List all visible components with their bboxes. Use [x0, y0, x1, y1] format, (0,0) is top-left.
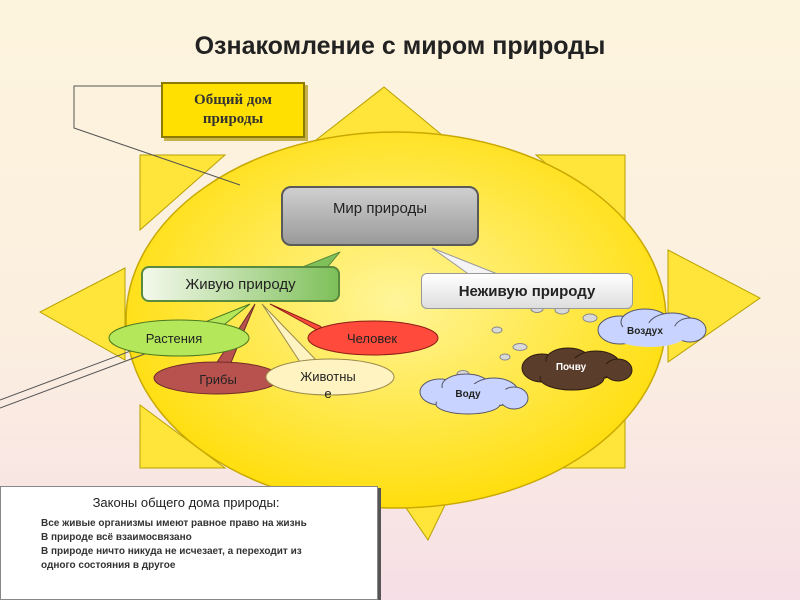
law-item-continuation: одного состояния в другое	[41, 559, 307, 573]
nonliving-nature-box: Неживую природу	[421, 273, 633, 309]
law-text: Все живые организмы имеют равное право н…	[41, 518, 307, 529]
air-label: Воздух	[627, 326, 663, 337]
plants-label: Растения	[146, 331, 203, 346]
law-item: В природе всё взаимосвязано	[41, 531, 307, 545]
sun-ray-right	[667, 249, 761, 363]
law-item: В природе ничто никуда не исчезает, а пе…	[41, 545, 307, 559]
page-title: Ознакомление с миром природы	[194, 32, 606, 60]
animals-ellipse	[265, 358, 395, 396]
plants-ellipse	[108, 319, 250, 357]
water-label: Воду	[455, 389, 481, 400]
soil-label: Почву	[556, 362, 587, 373]
laws-panel: Законы общего дома природы: Все живые ор…	[0, 486, 378, 600]
laws-title: Законы общего дома природы:	[92, 495, 280, 510]
laws-list: Все живые организмы имеют равное право н…	[41, 517, 307, 573]
law-text: В природе всё взаимосвязано	[41, 532, 192, 543]
fungi-label: Грибы	[199, 372, 237, 387]
living-nature-box: Живую природу	[141, 266, 340, 302]
sun-ray-left	[38, 267, 126, 361]
animals-label-line2: е	[324, 386, 331, 401]
human-label: Человек	[347, 331, 397, 346]
nature-world-box: Мир природы	[281, 186, 479, 246]
common-home-line2: природы	[202, 111, 264, 127]
law-item: Все живые организмы имеют равное право н…	[41, 517, 307, 531]
soil-cloud	[521, 347, 633, 391]
water-cloud	[419, 373, 529, 415]
animals-label-line1: Животны	[300, 369, 355, 384]
common-home-box: Общий дом природы	[161, 82, 305, 138]
common-home-line1: Общий дом	[194, 91, 272, 108]
sun-ray-top-left	[139, 154, 227, 232]
air-cloud	[597, 308, 707, 347]
law-text: В природе ничто никуда не исчезает, а пе…	[41, 546, 302, 557]
law-text: одного состояния в другое	[41, 560, 176, 571]
human-ellipse	[307, 320, 439, 356]
